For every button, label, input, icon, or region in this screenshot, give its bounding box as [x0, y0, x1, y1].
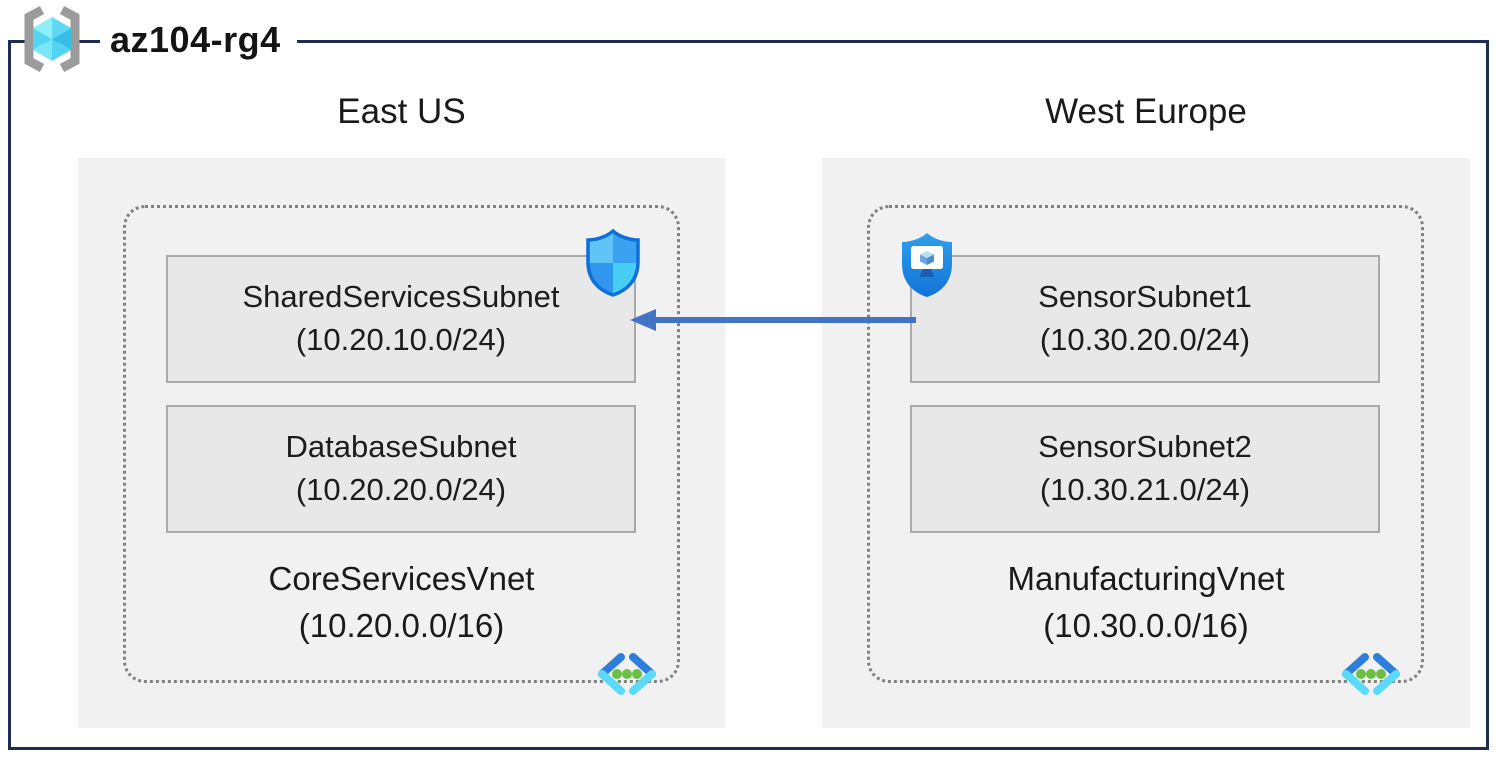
vnet-cidr: (10.20.0.0/16)	[298, 606, 505, 644]
subnet-name: DatabaseSubnet	[285, 429, 517, 465]
region-east-us: SharedServicesSubnet (10.20.10.0/24) Dat…	[78, 158, 725, 728]
virtual-network-icon	[1342, 653, 1400, 695]
resource-group-boundary	[8, 40, 1489, 750]
bastion-icon	[902, 233, 952, 297]
resource-group-name: az104-rg4	[100, 14, 297, 66]
security-shield-icon	[586, 228, 640, 297]
resource-group-icon	[24, 6, 80, 72]
connection-arrow	[630, 309, 916, 331]
vnet-cidr: (10.30.0.0/16)	[1043, 606, 1249, 644]
subnet-name: SensorSubnet1	[1038, 279, 1252, 315]
vnet-label-coreservices: CoreServicesVnet (10.20.0.0/16)	[78, 556, 725, 650]
subnet-name: SensorSubnet2	[1038, 429, 1252, 465]
vnet-name: CoreServicesVnet	[268, 560, 535, 597]
subnet-cidr: (10.20.10.0/24)	[295, 322, 507, 357]
subnet-name: SharedServicesSubnet	[242, 279, 560, 315]
virtual-network-icon	[598, 653, 656, 695]
region-label-east-us: East US	[337, 92, 466, 131]
vnet-name: ManufacturingVnet	[1007, 560, 1285, 597]
vnet-boundary-manufacturing	[867, 205, 1424, 683]
subnet-box-database: DatabaseSubnet (10.20.20.0/24)	[166, 405, 636, 533]
subnet-box-sensorsubnet2: SensorSubnet2 (10.30.21.0/24)	[910, 405, 1380, 533]
vnet-boundary-coreservices	[123, 205, 680, 683]
subnet-box-sensorsubnet1: SensorSubnet1 (10.30.20.0/24)	[910, 255, 1380, 383]
subnet-cidr: (10.20.20.0/24)	[295, 472, 507, 507]
subnet-cidr: (10.30.21.0/24)	[1039, 472, 1251, 507]
subnet-cidr: (10.30.20.0/24)	[1039, 322, 1251, 357]
vnet-label-manufacturing: ManufacturingVnet (10.30.0.0/16)	[822, 556, 1470, 650]
subnet-box-sharedservices: SharedServicesSubnet (10.20.10.0/24)	[166, 255, 636, 383]
region-label-west-europe: West Europe	[1045, 92, 1247, 131]
